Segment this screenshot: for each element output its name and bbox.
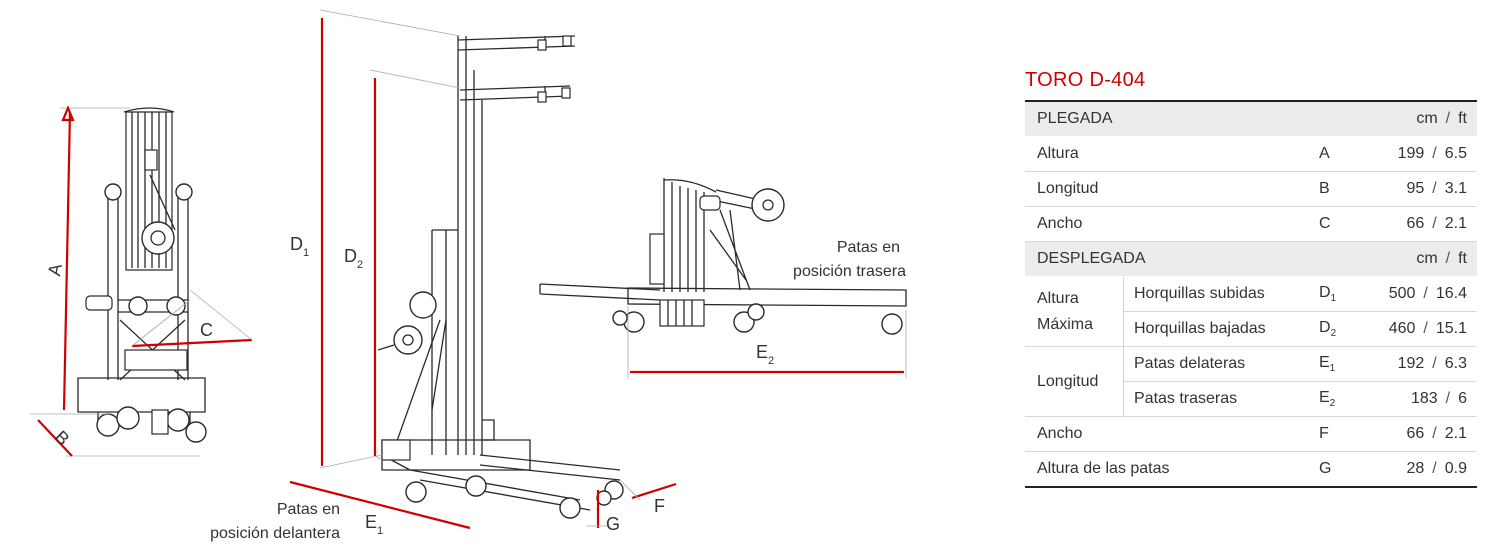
- row-value: 460/15.1: [1365, 311, 1477, 347]
- dim-label-d1: D1: [290, 234, 309, 259]
- row-code: C: [1319, 206, 1365, 242]
- row-label: Longitud: [1025, 171, 1319, 207]
- table-row-altura: Altura A 199/6.5: [1025, 136, 1477, 172]
- group-label-longitud: Longitud: [1025, 346, 1124, 417]
- row-value: 183/6: [1365, 381, 1477, 417]
- front-legs-caption-line2: posición delantera: [210, 525, 340, 542]
- table-row-ancho-desplegada: Ancho F 66/2.1: [1025, 416, 1477, 452]
- dim-label-a: A: [44, 262, 66, 277]
- row-label: Horquillas subidas: [1123, 276, 1319, 312]
- dim-label-d2: D2: [344, 246, 363, 271]
- dim-label-e1: E1: [365, 512, 383, 537]
- folded-dimension-lines: [30, 105, 253, 457]
- front-legs-caption-line1: Patas en: [277, 501, 340, 518]
- row-code: E1: [1319, 346, 1365, 382]
- row-value: 199/6.5: [1365, 136, 1477, 172]
- dim-label-g: G: [606, 514, 620, 534]
- spec-title: TORO D-404: [1025, 69, 1146, 91]
- units-header: cm/ft: [1365, 100, 1477, 137]
- section-header-desplegada: DESPLEGADA cm/ft: [1025, 241, 1477, 277]
- row-label: Altura: [1025, 136, 1319, 172]
- row-value: 500/16.4: [1365, 276, 1477, 312]
- row-label: Patas delateras: [1123, 346, 1319, 382]
- row-code: G: [1319, 451, 1365, 488]
- row-label: Altura de las patas: [1025, 451, 1319, 488]
- row-label: Patas traseras: [1123, 381, 1319, 417]
- section-header-plegada: PLEGADA cm/ft: [1025, 100, 1477, 137]
- row-code: D1: [1319, 276, 1365, 312]
- row-code: B: [1319, 171, 1365, 207]
- row-label: Horquillas bajadas: [1123, 311, 1319, 347]
- table-row-altura-patas: Altura de las patas G 28/0.9: [1025, 451, 1477, 488]
- folded-lift-illustration: [77, 107, 207, 443]
- extended-lift-illustration: [377, 35, 624, 519]
- row-code: A: [1319, 136, 1365, 172]
- extended-dimension-lines: [289, 9, 677, 530]
- lift-dimension-drawing: A B C: [30, 9, 907, 542]
- section-label: PLEGADA: [1025, 100, 1365, 137]
- dim-label-b: B: [51, 427, 74, 450]
- dim-label-f: F: [654, 496, 665, 516]
- rear-legs-lift-illustration: [539, 178, 907, 335]
- rear-dimension-lines: [627, 306, 907, 378]
- spec-panel: TORO D-404 PLEGADA cm/ft Altura A 199/6.…: [1025, 66, 1477, 488]
- row-value: 66/2.1: [1365, 206, 1477, 242]
- dim-label-c: C: [200, 320, 213, 340]
- row-value: 66/2.1: [1365, 416, 1477, 452]
- row-value: 95/3.1: [1365, 171, 1477, 207]
- table-row-longitud-delanteras: Longitud Patas delateras E1 192/6.3: [1025, 346, 1477, 417]
- table-row-altura-maxima-bajadas: Horquillas bajadas D2 460/15.1: [1025, 311, 1477, 347]
- row-label: Ancho: [1025, 206, 1319, 242]
- row-label: Ancho: [1025, 416, 1319, 452]
- dim-label-e2: E2: [756, 342, 774, 367]
- row-code: F: [1319, 416, 1365, 452]
- row-code: E2: [1319, 381, 1365, 417]
- table-row-ancho: Ancho C 66/2.1: [1025, 206, 1477, 242]
- table-row-longitud: Longitud B 95/3.1: [1025, 171, 1477, 207]
- row-value: 28/0.9: [1365, 451, 1477, 488]
- section-label: DESPLEGADA: [1025, 241, 1365, 277]
- spec-table: PLEGADA cm/ft Altura A 199/6.5 Longitud …: [1025, 100, 1477, 488]
- table-row-longitud-traseras: Patas traseras E2 183/6: [1025, 381, 1477, 417]
- rear-legs-caption-line2: posición trasera: [793, 263, 906, 280]
- rear-legs-caption-line1: Patas en: [837, 239, 900, 256]
- units-header: cm/ft: [1365, 241, 1477, 277]
- row-code: D2: [1319, 311, 1365, 347]
- row-value: 192/6.3: [1365, 346, 1477, 382]
